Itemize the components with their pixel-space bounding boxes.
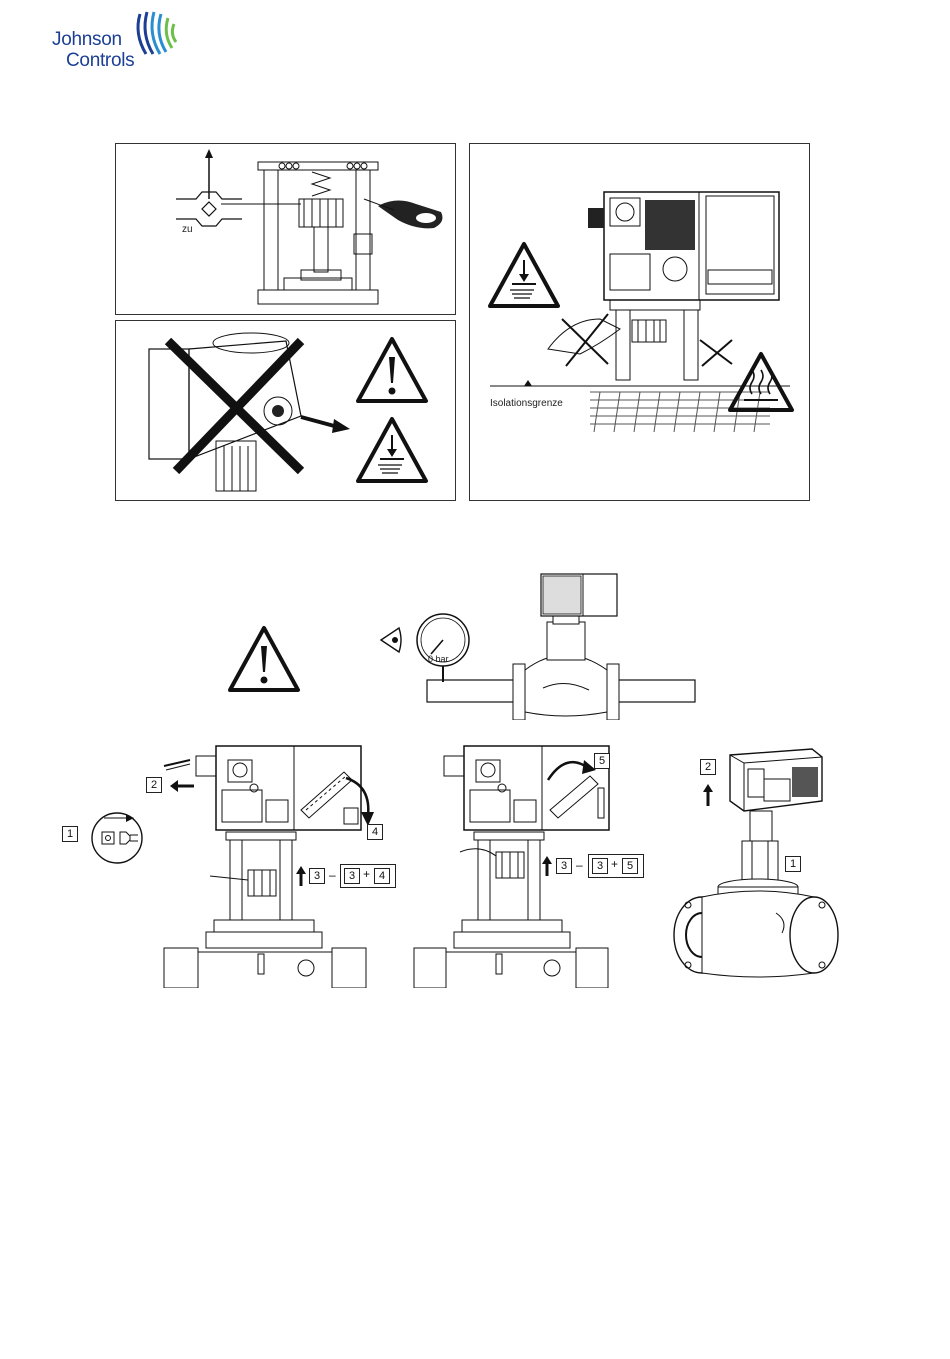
step-number-3: 3	[309, 868, 325, 884]
logo-line1: Johnson	[52, 30, 122, 50]
step-number-4b: 4	[374, 868, 390, 884]
hand-hazard-icon	[354, 415, 430, 485]
step-number-5: 5	[594, 753, 610, 769]
step-number-4: 4	[367, 824, 383, 840]
step-dash: –	[576, 858, 583, 872]
label-isolationsgrenze: Isolationsgrenze	[490, 398, 563, 409]
label-zu: zu	[182, 224, 193, 235]
step-number-1: 1	[62, 826, 78, 842]
plug-icon	[90, 806, 144, 866]
step-number-3: 3	[556, 858, 572, 874]
arrow-left-icon	[170, 780, 194, 792]
logo-line2: Controls	[66, 51, 134, 71]
warning-triangle-icon	[226, 624, 302, 694]
panel-valve-close: zu	[115, 143, 456, 315]
step-number-2: 2	[146, 777, 162, 793]
step-dash: –	[329, 868, 336, 882]
panel-do-not-remove	[115, 320, 456, 501]
panel-isolation-boundary: Isolationsgrenze	[469, 143, 810, 501]
gauge-label: 0 bar	[428, 654, 449, 664]
arrow-up-icon	[296, 866, 306, 886]
warning-triangle-icon	[354, 335, 430, 405]
johnson-controls-logo: Johnson Controls	[52, 10, 192, 70]
valve-assembly-3d	[672, 745, 842, 985]
step-plus: +	[611, 857, 618, 871]
arrow-up-icon	[703, 784, 713, 806]
step-number-3b: 3	[592, 858, 608, 874]
arrow-up-icon	[542, 856, 552, 876]
hot-surface-icon	[726, 350, 796, 414]
step-number-3b: 3	[344, 868, 360, 884]
logo-swoosh-icon	[132, 10, 184, 58]
pressure-valve-diagram	[375, 570, 705, 720]
step-plus: +	[363, 867, 370, 881]
valve-close-diagram	[116, 144, 455, 314]
hand-hazard-icon	[486, 240, 562, 310]
step-number-2: 2	[700, 759, 716, 775]
isolation-diagram	[470, 144, 809, 500]
step-number-1: 1	[785, 856, 801, 872]
step-number-5b: 5	[622, 858, 638, 874]
